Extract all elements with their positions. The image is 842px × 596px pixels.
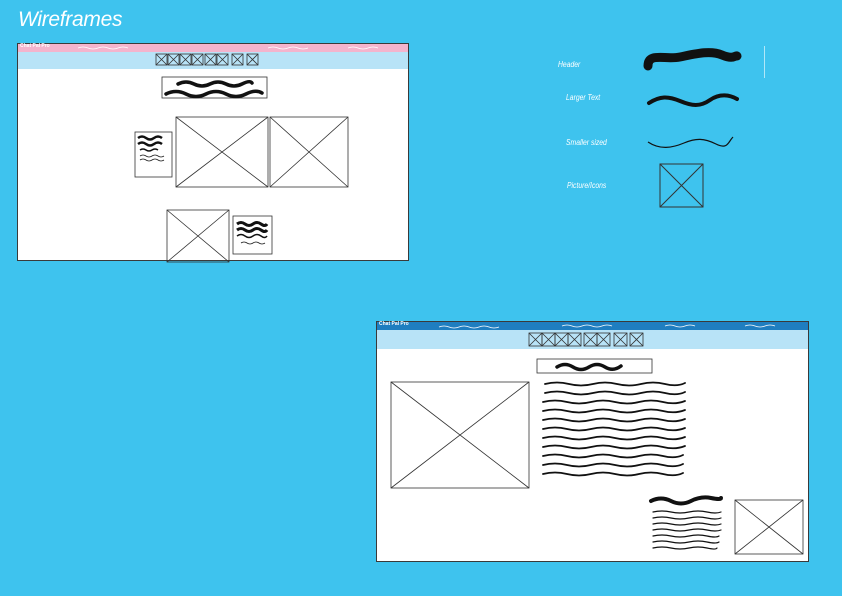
wireframe-1: Chat Pal Pro bbox=[17, 43, 409, 263]
page-title: Wireframes bbox=[18, 8, 123, 31]
picture-2 bbox=[269, 116, 349, 188]
picture-icon-symbol bbox=[659, 163, 704, 208]
header-box bbox=[536, 358, 653, 374]
nav-icons bbox=[155, 53, 259, 66]
smaller-text-scribble bbox=[647, 136, 734, 148]
text-card-2 bbox=[232, 215, 273, 255]
app-title: Chat Pal Pro bbox=[20, 43, 50, 49]
picture-3 bbox=[166, 209, 230, 263]
nav-icons bbox=[528, 332, 644, 347]
legend-label-larger-text: Larger Text bbox=[566, 93, 601, 102]
wireframe-2: Chat Pal Pro bbox=[376, 321, 809, 562]
legend-label-header: Header bbox=[558, 60, 581, 69]
body-text bbox=[542, 381, 686, 477]
titlebar: Chat Pal Pro bbox=[18, 43, 408, 52]
app-title: Chat Pal Pro bbox=[379, 321, 409, 327]
legend-label-smaller-text: Smaller sized bbox=[566, 138, 607, 147]
main-picture bbox=[390, 381, 530, 489]
header-box bbox=[161, 76, 268, 99]
wireframe-1-sketch bbox=[77, 46, 379, 263]
nav-bar bbox=[18, 52, 408, 69]
wireframe-2-sketch bbox=[390, 324, 804, 555]
header-scribble bbox=[643, 48, 742, 71]
legend-label-picture-icons: Picture/Icons bbox=[567, 181, 607, 190]
text-card bbox=[134, 131, 173, 178]
legend-divider bbox=[764, 46, 765, 78]
picture-1 bbox=[175, 116, 269, 188]
nav-bar bbox=[377, 330, 808, 349]
larger-text-scribble bbox=[647, 93, 739, 107]
side-picture bbox=[734, 499, 804, 555]
